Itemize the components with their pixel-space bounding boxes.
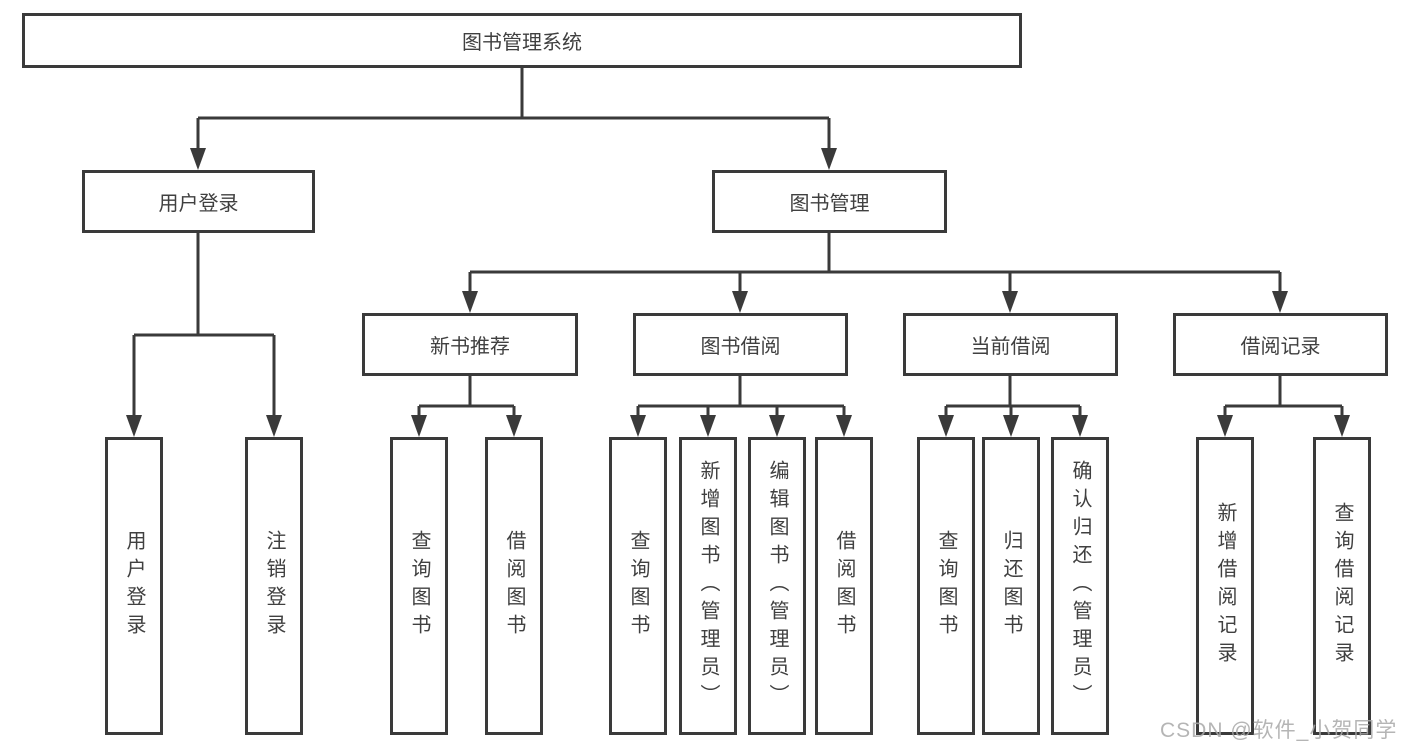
leaf-user-login: 用户登录 xyxy=(105,437,163,735)
node-user-login-label: 用户登录 xyxy=(158,193,239,215)
leaf-nbr-query-books-label: 查询图书 xyxy=(408,530,430,642)
leaf-bb-query-books-label: 查询图书 xyxy=(627,530,649,642)
leaf-bb-borrow-books-label: 借阅图书 xyxy=(833,530,855,642)
leaf-nbr-borrow-books-label: 借阅图书 xyxy=(503,530,525,642)
node-new-book-recommend: 新书推荐 xyxy=(362,313,578,376)
node-root: 图书管理系统 xyxy=(22,13,1022,68)
leaf-bb-add-books-admin-label: 新增图书（管理员） xyxy=(697,460,719,712)
leaf-cb-confirm-return-admin: 确认归还（管理员） xyxy=(1051,437,1109,735)
leaf-user-login-label: 用户登录 xyxy=(123,530,145,642)
node-current-borrowing-label: 当前借阅 xyxy=(970,336,1051,358)
leaf-logout: 注销登录 xyxy=(245,437,303,735)
leaf-bb-edit-books-admin-label: 编辑图书（管理员） xyxy=(766,460,788,712)
node-new-book-recommend-label: 新书推荐 xyxy=(430,336,510,358)
node-book-management: 图书管理 xyxy=(712,170,947,233)
leaf-br-query-record-label: 查询借阅记录 xyxy=(1331,502,1353,670)
node-borrowing-records: 借阅记录 xyxy=(1173,313,1388,376)
leaf-cb-return-books-label: 归还图书 xyxy=(1000,530,1022,642)
node-root-label: 图书管理系统 xyxy=(462,32,582,54)
leaf-br-add-record-label: 新增借阅记录 xyxy=(1214,502,1236,670)
leaf-bb-edit-books-admin: 编辑图书（管理员） xyxy=(748,437,806,735)
leaf-cb-query-books-label: 查询图书 xyxy=(935,530,957,642)
leaf-nbr-query-books: 查询图书 xyxy=(390,437,448,735)
leaf-nbr-borrow-books: 借阅图书 xyxy=(485,437,543,735)
node-book-borrowing: 图书借阅 xyxy=(633,313,848,376)
node-user-login: 用户登录 xyxy=(82,170,315,233)
leaf-logout-label: 注销登录 xyxy=(263,530,285,642)
leaf-cb-return-books: 归还图书 xyxy=(982,437,1040,735)
node-borrowing-records-label: 借阅记录 xyxy=(1240,336,1321,358)
csdn-watermark: CSDN @软件_小贺同学 xyxy=(1160,719,1398,742)
leaf-bb-borrow-books: 借阅图书 xyxy=(815,437,873,735)
leaf-bb-query-books: 查询图书 xyxy=(609,437,667,735)
leaf-br-add-record: 新增借阅记录 xyxy=(1196,437,1254,735)
leaf-cb-confirm-return-admin-label: 确认归还（管理员） xyxy=(1069,460,1091,712)
leaf-cb-query-books: 查询图书 xyxy=(917,437,975,735)
node-book-management-label: 图书管理 xyxy=(789,193,870,215)
leaf-bb-add-books-admin: 新增图书（管理员） xyxy=(679,437,737,735)
node-current-borrowing: 当前借阅 xyxy=(903,313,1118,376)
node-book-borrowing-label: 图书借阅 xyxy=(700,336,781,358)
leaf-br-query-record: 查询借阅记录 xyxy=(1313,437,1371,735)
